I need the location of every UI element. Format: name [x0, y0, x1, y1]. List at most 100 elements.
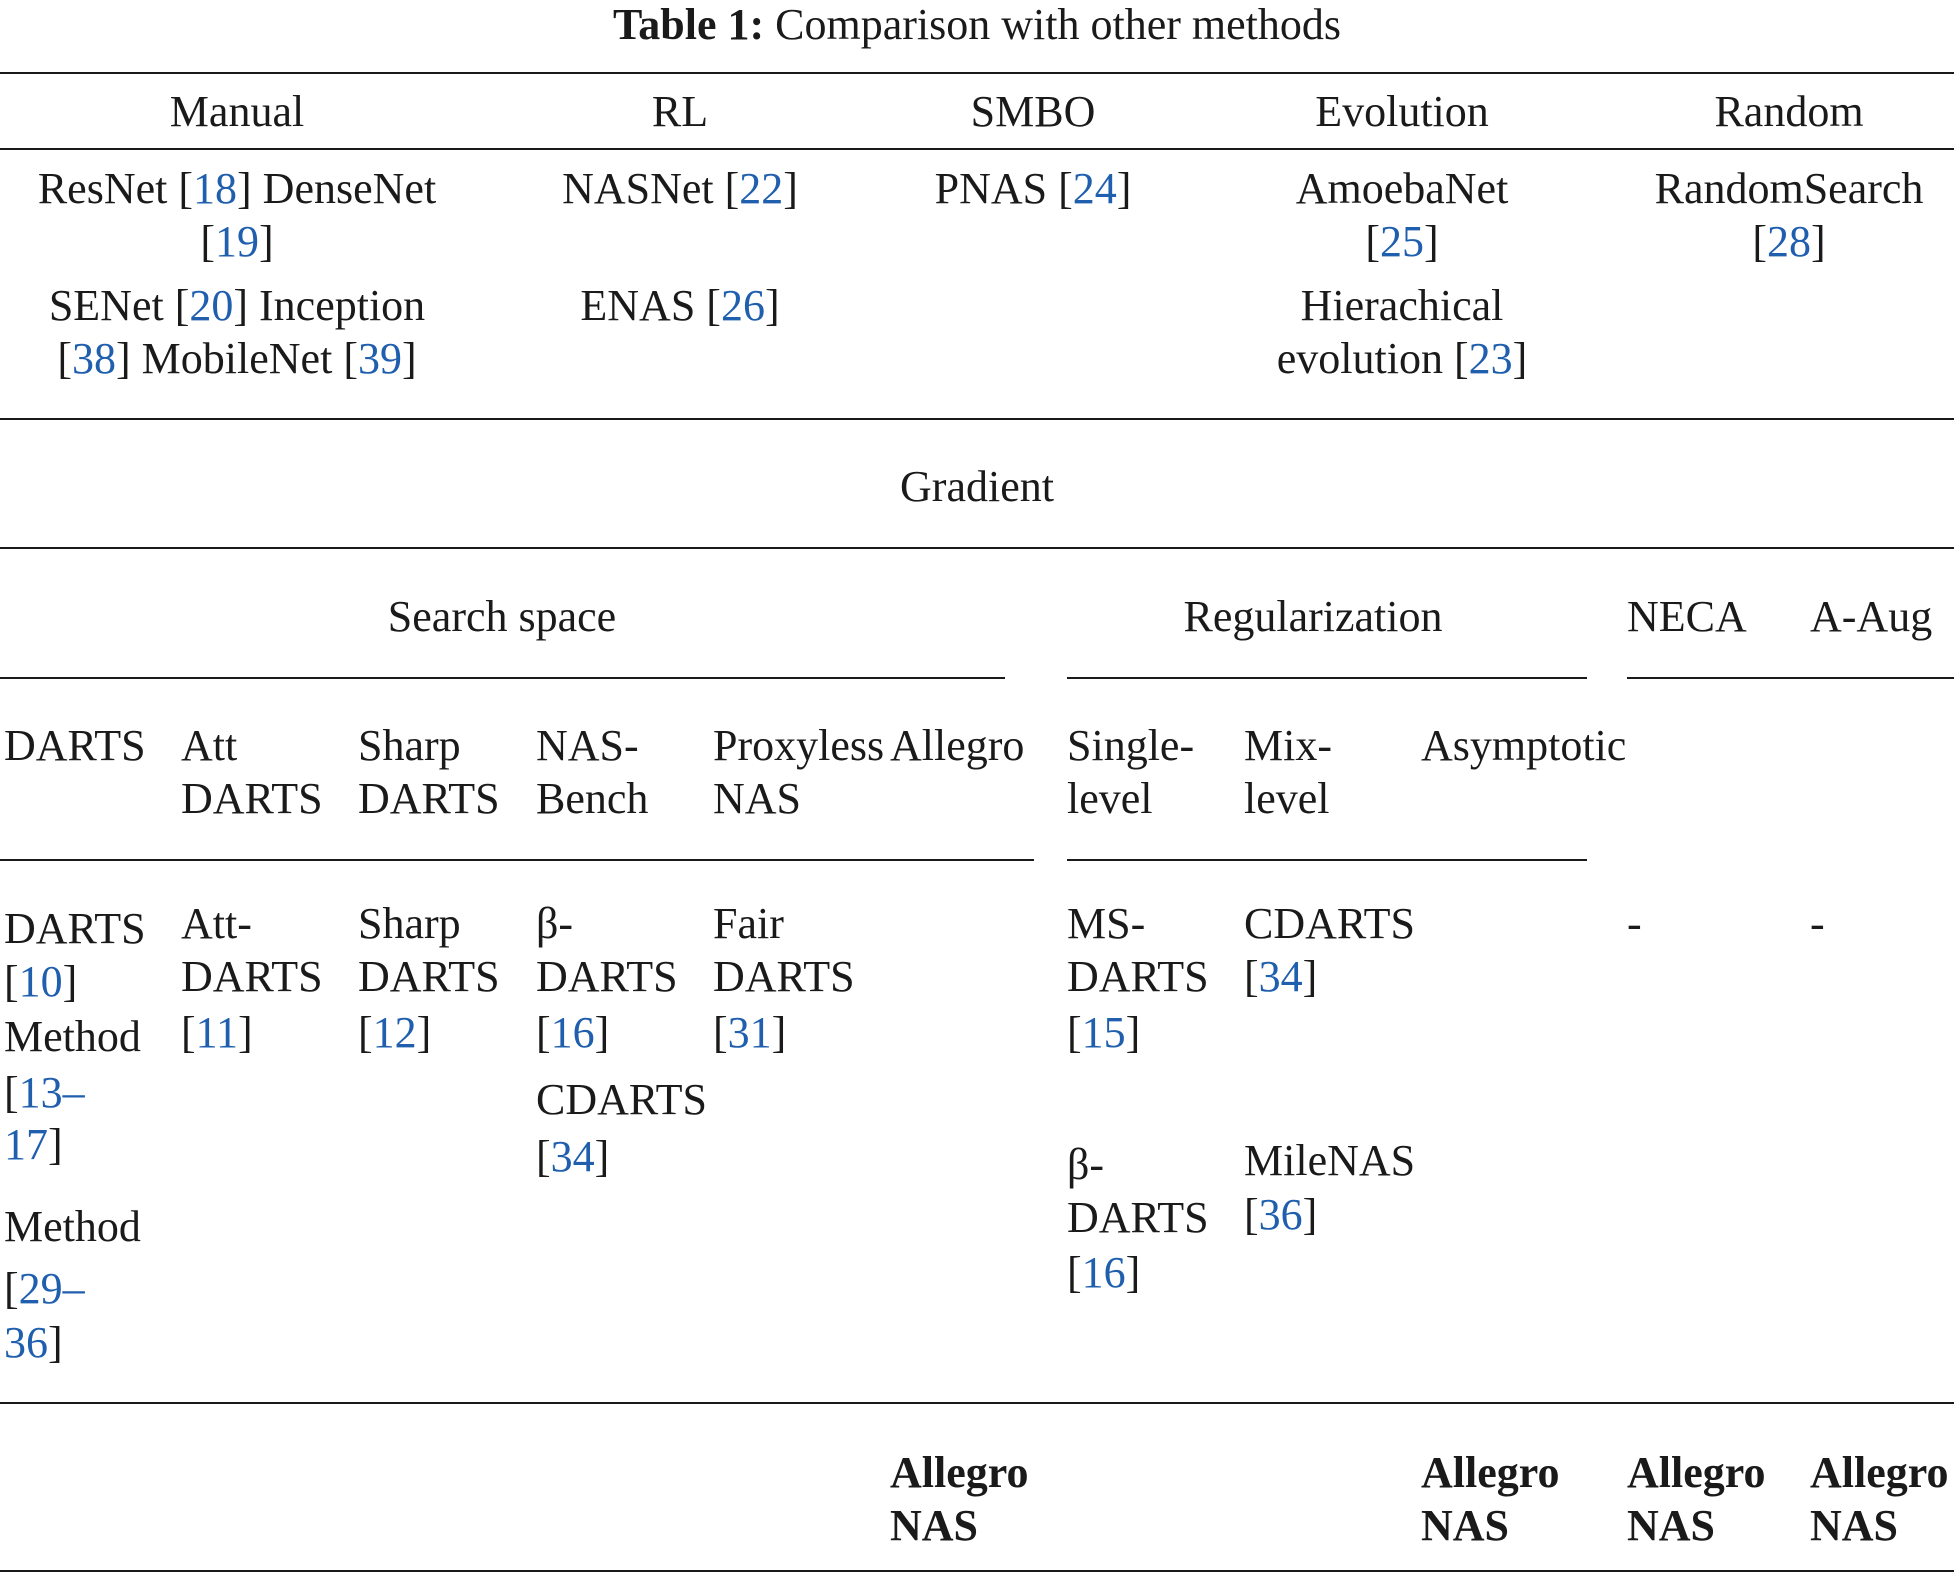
- mix-method-line: [36]: [1244, 1190, 1318, 1239]
- rule-gradient-bottom: [0, 547, 1954, 549]
- manual-line: [19]: [200, 217, 274, 266]
- random-line: [28]: [1752, 217, 1826, 266]
- manual-line: ResNet [18] DenseNet: [37, 164, 437, 213]
- citation-ref[interactable]: 18: [193, 164, 238, 213]
- citation-ref[interactable]: 38: [72, 334, 117, 383]
- citation-ref[interactable]: 28: [1767, 217, 1811, 266]
- mix-method-line: [34]: [1244, 952, 1318, 1001]
- darts-method-line: Method: [4, 1012, 141, 1061]
- nasbench-method-line: [16]: [536, 1008, 610, 1057]
- gradient-label: Gradient: [900, 462, 1054, 511]
- citation-ref[interactable]: 31: [727, 1008, 772, 1057]
- citation-ref[interactable]: 24: [1072, 164, 1117, 213]
- subheader-att-darts: DARTS: [181, 774, 323, 823]
- citation-ref[interactable]: 19: [215, 217, 259, 266]
- citation-ref[interactable]: 34: [1258, 952, 1303, 1001]
- ours-aaug: Allegro: [1810, 1448, 1949, 1497]
- subheader-att-darts: Att: [181, 721, 238, 770]
- subheader-single-level: level: [1067, 774, 1153, 823]
- ours-neca: NAS: [1627, 1501, 1716, 1550]
- rule-top: [0, 72, 1954, 74]
- proxyless-method-line: Fair: [713, 899, 784, 948]
- evolution-line: evolution [23]: [1276, 334, 1528, 383]
- rule-header-bottom: [0, 148, 1954, 150]
- header-random: Random: [1714, 87, 1864, 136]
- citation-ref[interactable]: 20: [189, 281, 234, 330]
- subheader-asymptotic: Asymptotic: [1421, 721, 1627, 770]
- single-method-line: [15]: [1067, 1008, 1141, 1057]
- rule-regularization: [1067, 677, 1587, 679]
- citation-ref[interactable]: 34: [550, 1132, 595, 1181]
- nasbench-method-line: DARTS: [536, 952, 678, 1001]
- single-method-line: β-: [1067, 1140, 1105, 1189]
- darts-method-line: Method: [4, 1202, 141, 1251]
- header-evolution: Evolution: [1315, 87, 1489, 136]
- citation-ref[interactable]: 36: [4, 1318, 48, 1367]
- citation-ref[interactable]: 11: [195, 1008, 239, 1057]
- nasbench-method-line: β-: [536, 899, 574, 948]
- citation-ref[interactable]: 16: [550, 1008, 595, 1057]
- citation-ref[interactable]: 26: [720, 281, 765, 330]
- caption-label: Table 1:: [612, 0, 765, 49]
- rule-methods-bottom: [0, 1402, 1954, 1404]
- header-manual: Manual: [169, 87, 305, 136]
- subheader-allegro: Allegro: [890, 721, 1025, 770]
- single-method-line: MS-: [1067, 899, 1146, 948]
- manual-line: SENet [20] Inception: [48, 281, 426, 330]
- header-smbo: SMBO: [970, 87, 1096, 136]
- att-method-line: [11]: [181, 1008, 253, 1057]
- group-regularization: Regularization: [1183, 592, 1443, 641]
- proxyless-method-line: DARTS: [713, 952, 855, 1001]
- darts-method-line: [10]: [4, 957, 78, 1006]
- citation-ref[interactable]: 29–: [18, 1264, 85, 1313]
- darts-method-line: 36]: [4, 1318, 63, 1367]
- group-search-space: Search space: [387, 592, 617, 641]
- mix-method-line: MileNAS: [1244, 1136, 1416, 1185]
- caption-text: Comparison with other methods: [775, 0, 1342, 49]
- evolution-line: Hierachical: [1300, 281, 1504, 330]
- aaug-value: -: [1810, 899, 1825, 948]
- subheader-mix-level: Mix-: [1244, 721, 1332, 770]
- darts-method-line: 17]: [4, 1120, 63, 1169]
- att-method-line: Att-: [181, 899, 252, 948]
- group-neca: NECA: [1627, 592, 1747, 641]
- citation-ref[interactable]: 12: [372, 1008, 417, 1057]
- subheader-sharp-darts: DARTS: [358, 774, 500, 823]
- rule-bottom: [0, 1570, 1954, 1572]
- subheader-single-level: Single-: [1067, 721, 1195, 770]
- darts-method-line: DARTS: [4, 904, 146, 953]
- manual-line: [38] MobileNet [39]: [57, 334, 417, 383]
- citation-ref[interactable]: 16: [1081, 1248, 1126, 1297]
- citation-ref[interactable]: 22: [739, 164, 784, 213]
- subheader-darts: DARTS: [4, 721, 146, 770]
- rl-line: ENAS [26]: [580, 281, 780, 330]
- rule-neca-aaug: [1627, 677, 1954, 679]
- header-rl: RL: [651, 87, 709, 136]
- darts-method-line: [13–: [4, 1068, 85, 1117]
- citation-ref[interactable]: 25: [1380, 217, 1424, 266]
- single-method-line: DARTS: [1067, 952, 1209, 1001]
- rule-search-space: [0, 677, 1005, 679]
- citation-ref[interactable]: 17: [4, 1120, 48, 1169]
- rl-line: NASNet [22]: [562, 164, 798, 213]
- att-method-line: DARTS: [181, 952, 323, 1001]
- rule-reg-sub: [1067, 859, 1587, 861]
- nasbench-method-line: CDARTS: [536, 1075, 707, 1124]
- rule-search-sub: [0, 859, 1034, 861]
- citation-ref[interactable]: 10: [18, 957, 63, 1006]
- citation-ref[interactable]: 39: [357, 334, 402, 383]
- sharp-method-line: Sharp: [358, 899, 461, 948]
- citation-ref[interactable]: 13–: [18, 1068, 85, 1117]
- citation-ref[interactable]: 36: [1258, 1190, 1303, 1239]
- smbo-line: PNAS [24]: [934, 164, 1132, 213]
- sharp-method-line: DARTS: [358, 952, 500, 1001]
- sharp-method-line: [12]: [358, 1008, 432, 1057]
- subheader-nas-bench: NAS-: [536, 721, 639, 770]
- citation-ref[interactable]: 23: [1468, 334, 1513, 383]
- darts-method-line: [29–: [4, 1264, 85, 1313]
- random-line: RandomSearch: [1654, 164, 1924, 213]
- subheader-sharp-darts: Sharp: [358, 721, 461, 770]
- ours-asymptotic: Allegro: [1421, 1448, 1560, 1497]
- group-aaug: A-Aug: [1810, 592, 1933, 641]
- citation-ref[interactable]: 15: [1081, 1008, 1126, 1057]
